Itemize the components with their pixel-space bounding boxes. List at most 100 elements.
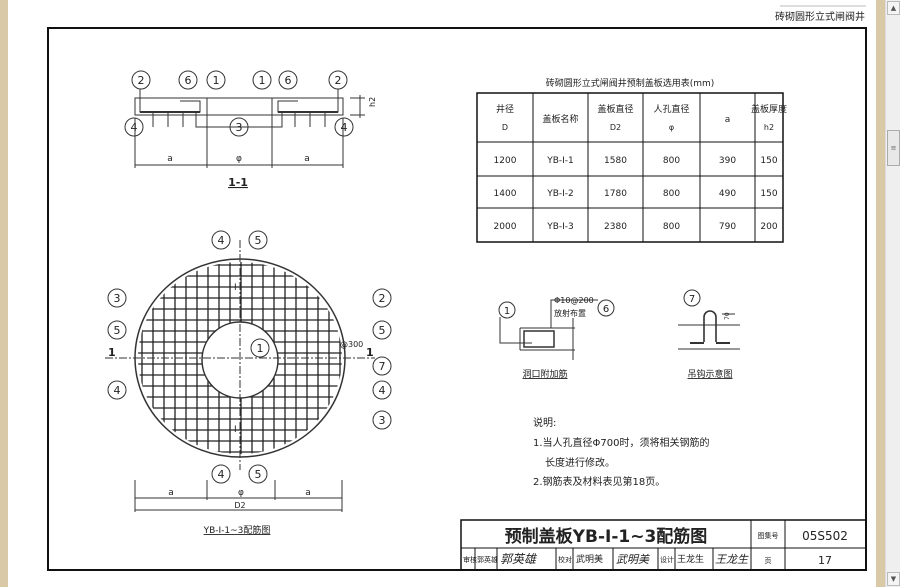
table-cell: 2000 [494, 222, 517, 232]
table-header-cell: 盖板直径 [597, 103, 633, 115]
callout-3: 3 [379, 414, 386, 427]
design-label: 设计 [660, 555, 674, 564]
table-cell: 490 [719, 189, 736, 199]
detail2-title: 吊钩示意图 [687, 368, 732, 380]
table-cell: YB-Ⅰ-2 [546, 189, 574, 199]
callout-1: 1 [259, 74, 266, 87]
callout-7: 7 [379, 360, 386, 373]
scroll-down-button[interactable]: ▼ [887, 572, 900, 586]
dim-a: a [167, 154, 173, 164]
dim-a: a [304, 154, 310, 164]
lifting-hook-detail [678, 289, 740, 350]
plan-view [105, 230, 392, 512]
callout-4: 4 [131, 121, 138, 134]
table-cell: 150 [760, 156, 777, 166]
callout-4: 4 [379, 384, 386, 397]
opening-rebar-detail [498, 299, 615, 360]
scroll-up-button[interactable]: ▲ [887, 1, 900, 15]
table-header-cell: D [502, 123, 508, 132]
table-cell: YB-Ⅰ-1 [546, 156, 574, 166]
checker-name: 武明美 [576, 553, 603, 565]
table-cell: 1400 [494, 189, 517, 199]
table-cell: 1780 [604, 189, 627, 199]
atlas-number: 05S502 [802, 529, 848, 543]
table-header-cell: 盖板厚度 [751, 103, 787, 115]
table-header-cell: 井径 [496, 103, 514, 115]
table-cell: 800 [663, 222, 680, 232]
dim-a: a [305, 488, 311, 498]
spacing-label: @300 [340, 340, 363, 349]
designer-name: 王龙生 [677, 553, 704, 565]
drawing-title: 预制盖板YB-Ⅰ-1~3配筋图 [505, 526, 708, 547]
detail1-title: 洞口附加筋 [522, 368, 567, 380]
callout-2: 2 [379, 292, 386, 305]
table-cell: 2380 [604, 222, 627, 232]
table-header-cell: 盖板名称 [542, 113, 578, 125]
section-1-1 [124, 70, 365, 168]
viewer-left-margin [0, 0, 8, 587]
callout-1: 1 [257, 342, 264, 355]
title-block [460, 519, 867, 571]
dim-phi: φ [236, 154, 242, 164]
table-title: 砖砌圆形立式闸阀井预制盖板选用表(mm) [546, 77, 715, 89]
callout-6: 6 [185, 74, 192, 87]
callout-4: 4 [218, 234, 225, 247]
check-label: 校对 [558, 555, 572, 564]
callout-3: 3 [236, 121, 243, 134]
table-header-cell: a [725, 115, 731, 125]
checker-signature: 武明美 [616, 553, 650, 566]
section-mark-right: 1 [366, 346, 374, 359]
table-header-cell: h2 [764, 123, 774, 132]
drawing-sheet: 砖砌圆形立式闸阀井 2 6 1 1 6 2 4 3 4 a φ a h2 1-1 [47, 5, 867, 571]
note-1: 1.当人孔直径Φ700时，须将相关钢筋的 [533, 436, 710, 449]
dim-d2: D2 [234, 501, 245, 510]
scroll-thumb[interactable]: ≡ [887, 130, 900, 166]
table-cell: 150 [760, 189, 777, 199]
atlas-label: 图集号 [758, 531, 779, 540]
rebar-spec: Φ10@200 [554, 296, 594, 305]
notes-heading: 说明: [533, 416, 556, 429]
callout-2: 2 [335, 74, 342, 87]
callout-5: 5 [255, 234, 262, 247]
drawing-frame [47, 27, 867, 571]
table-cell: 390 [719, 156, 736, 166]
callout-6: 6 [285, 74, 292, 87]
callout-5: 5 [255, 468, 262, 481]
section-title: 1-1 [228, 176, 248, 189]
note-2: 2.钢筋表及材料表见第18页。 [533, 475, 665, 488]
table-cell: 1200 [494, 156, 517, 166]
designer-signature: 王龙生 [715, 553, 749, 566]
callout-1: 1 [504, 306, 510, 317]
callout-4: 4 [114, 384, 121, 397]
table-border [476, 92, 784, 243]
vertical-scrollbar[interactable]: ▲ ≡ ▼ [885, 0, 900, 587]
section-mark-left: 1 [108, 346, 116, 359]
table-header-cell: φ [669, 123, 674, 132]
review-label: 审核 [463, 555, 477, 564]
page-label: 页 [765, 557, 772, 565]
reviewer-name: 郭英雄 [477, 555, 498, 564]
callout-4: 4 [218, 468, 225, 481]
callout-1: 1 [213, 74, 220, 87]
page-number: 17 [818, 554, 832, 567]
dim-phi: φ [238, 488, 244, 498]
callout-7: 7 [689, 294, 695, 305]
table-cell: 1580 [604, 156, 627, 166]
callout-3: 3 [114, 292, 121, 305]
plan-title: YB-Ⅰ-1~3配筋图 [203, 524, 271, 536]
callout-5: 5 [114, 324, 121, 337]
note-1-cont: 长度进行修改。 [545, 456, 615, 469]
table-cell: 800 [663, 189, 680, 199]
table-cell: YB-Ⅰ-3 [546, 222, 574, 232]
callout-6: 6 [603, 304, 609, 315]
callout-4: 4 [341, 121, 348, 134]
rebar-note: 放射布置 [554, 308, 586, 318]
viewer-right-margin [876, 0, 885, 587]
roman-mark: Ⅰ [234, 425, 237, 435]
table-header-cell: 人孔直径 [653, 103, 689, 115]
table-cell: 200 [760, 222, 777, 232]
table-cell: 800 [663, 156, 680, 166]
header-title: 砖砌圆形立式闸阀井 [775, 10, 865, 23]
dim-h2: h2 [368, 97, 377, 107]
hook-dim: 70 [724, 312, 731, 320]
